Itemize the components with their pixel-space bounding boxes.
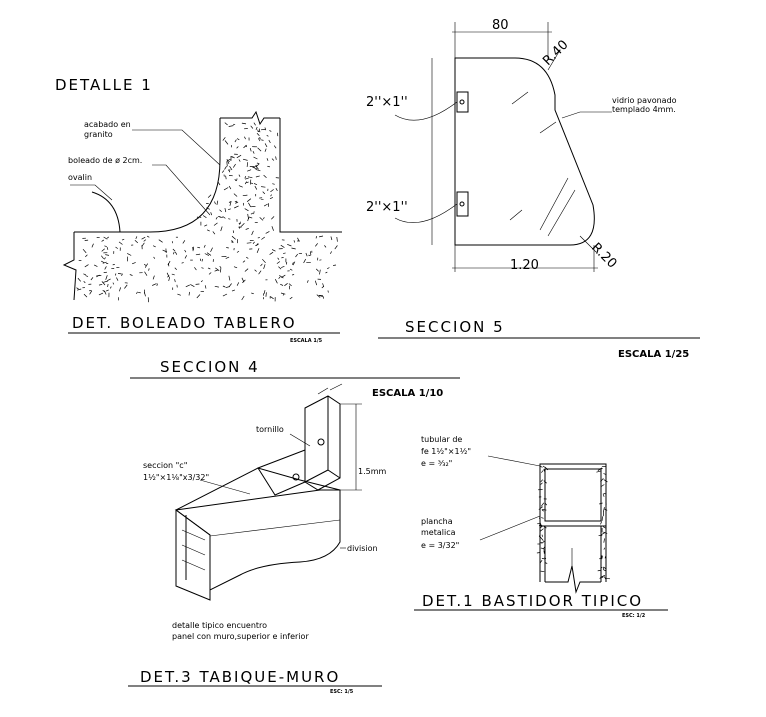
screw-head: [317, 438, 325, 446]
seccion-4-scale: ESCALA 1/10: [372, 388, 443, 399]
hinge-bottom: [456, 191, 469, 217]
tube-hatch: [536, 465, 611, 580]
radius-r20: R.20: [588, 240, 619, 271]
label-boleado: boleado de ø 2cm.: [68, 156, 142, 165]
hinge-bottom-label: 2''×1'': [366, 200, 408, 215]
leader-ovalin: [70, 184, 113, 201]
leader-acabado: [132, 129, 221, 166]
det-boleado-title: DET. BOLEADO TABLERO: [72, 314, 297, 332]
det3-note-2: panel con muro,superior e inferior: [172, 632, 309, 641]
label-plancha-2: metalica: [421, 528, 456, 537]
det-1-bastidor-title: DET.1 BASTIDOR TIPICO: [422, 592, 643, 610]
label-ovalin: ovalin: [68, 173, 92, 182]
label-acabado-2: granito: [84, 130, 113, 139]
glass-label-1: vidrio pavonado: [612, 96, 677, 105]
detalle-1-heading: DETALLE 1: [55, 76, 153, 94]
seccion-5-title: SECCION 5: [405, 318, 505, 336]
glass-label-2: templado 4mm.: [612, 105, 676, 114]
label-seccion-c-1: seccion "c": [143, 461, 187, 470]
c-section-profile: [175, 509, 211, 601]
hinge-top-label: 2''×1'': [366, 95, 408, 110]
wall-break: [220, 110, 280, 126]
det-boleado-scale: ESCALA 1/5: [290, 338, 323, 344]
radius-r40: R.40: [540, 38, 571, 69]
wall-edge: [279, 118, 342, 233]
boleado-profile: [74, 118, 221, 233]
seccion-5-scale: ESCALA 1/25: [618, 349, 689, 360]
label-tubular-3: e = ³⁄₃₂": [421, 459, 452, 468]
hinge-top: [456, 91, 469, 113]
label-seccion-c-2: 1½"×1⅛"x3/32": [143, 473, 209, 482]
det-3-group: 1.5mm tornillo seccion "c" 1½"×1⅛"x3/32"…: [128, 383, 387, 695]
tube-frame-outer: [539, 463, 607, 527]
glass-panel-outline: [454, 57, 595, 246]
seccion-4-group: SECCION 4 ESCALA 1/10: [130, 358, 460, 399]
label-tubular-2: fe 1½"×1½": [421, 447, 471, 456]
ovalin-curve: [91, 191, 121, 233]
dim-120: 1.20: [510, 258, 539, 273]
seccion-5-group: 80 1.20 R.40 R.20 2''×1'' 2''×1'' vidrio…: [366, 18, 700, 360]
det-1-bastidor-scale: ESC: 1/2: [622, 613, 646, 619]
det3-note-1: detalle tipico encuentro: [172, 621, 267, 630]
concrete-hatch: [76, 122, 338, 303]
slab-break: [62, 232, 77, 301]
bastidor-group: tubular de fe 1½"×1½" e = ³⁄₃₂" plancha …: [414, 435, 668, 619]
angle-bracket: [304, 395, 341, 491]
detalle-1-group: DETALLE 1 acabado en granito boleado de …: [55, 76, 342, 344]
dim-80: 80: [492, 18, 509, 33]
label-acabado-1: acabado en: [84, 120, 131, 129]
label-plancha-1: plancha: [421, 517, 453, 526]
leader-boleado: [152, 164, 211, 216]
seccion-4-title: SECCION 4: [160, 358, 260, 376]
det-3-scale: ESC: 1/5: [330, 689, 354, 695]
bastidor-break: [545, 565, 601, 594]
label-plancha-3: e = 3/32": [421, 541, 459, 550]
dim-1-5mm: 1.5mm: [358, 467, 387, 476]
label-tornillo: tornillo: [256, 425, 284, 434]
label-division: division: [347, 544, 378, 553]
division-panel: [174, 489, 341, 591]
det-3-title: DET.3 TABIQUE-MURO: [140, 668, 340, 686]
label-tubular-1: tubular de: [421, 435, 462, 444]
